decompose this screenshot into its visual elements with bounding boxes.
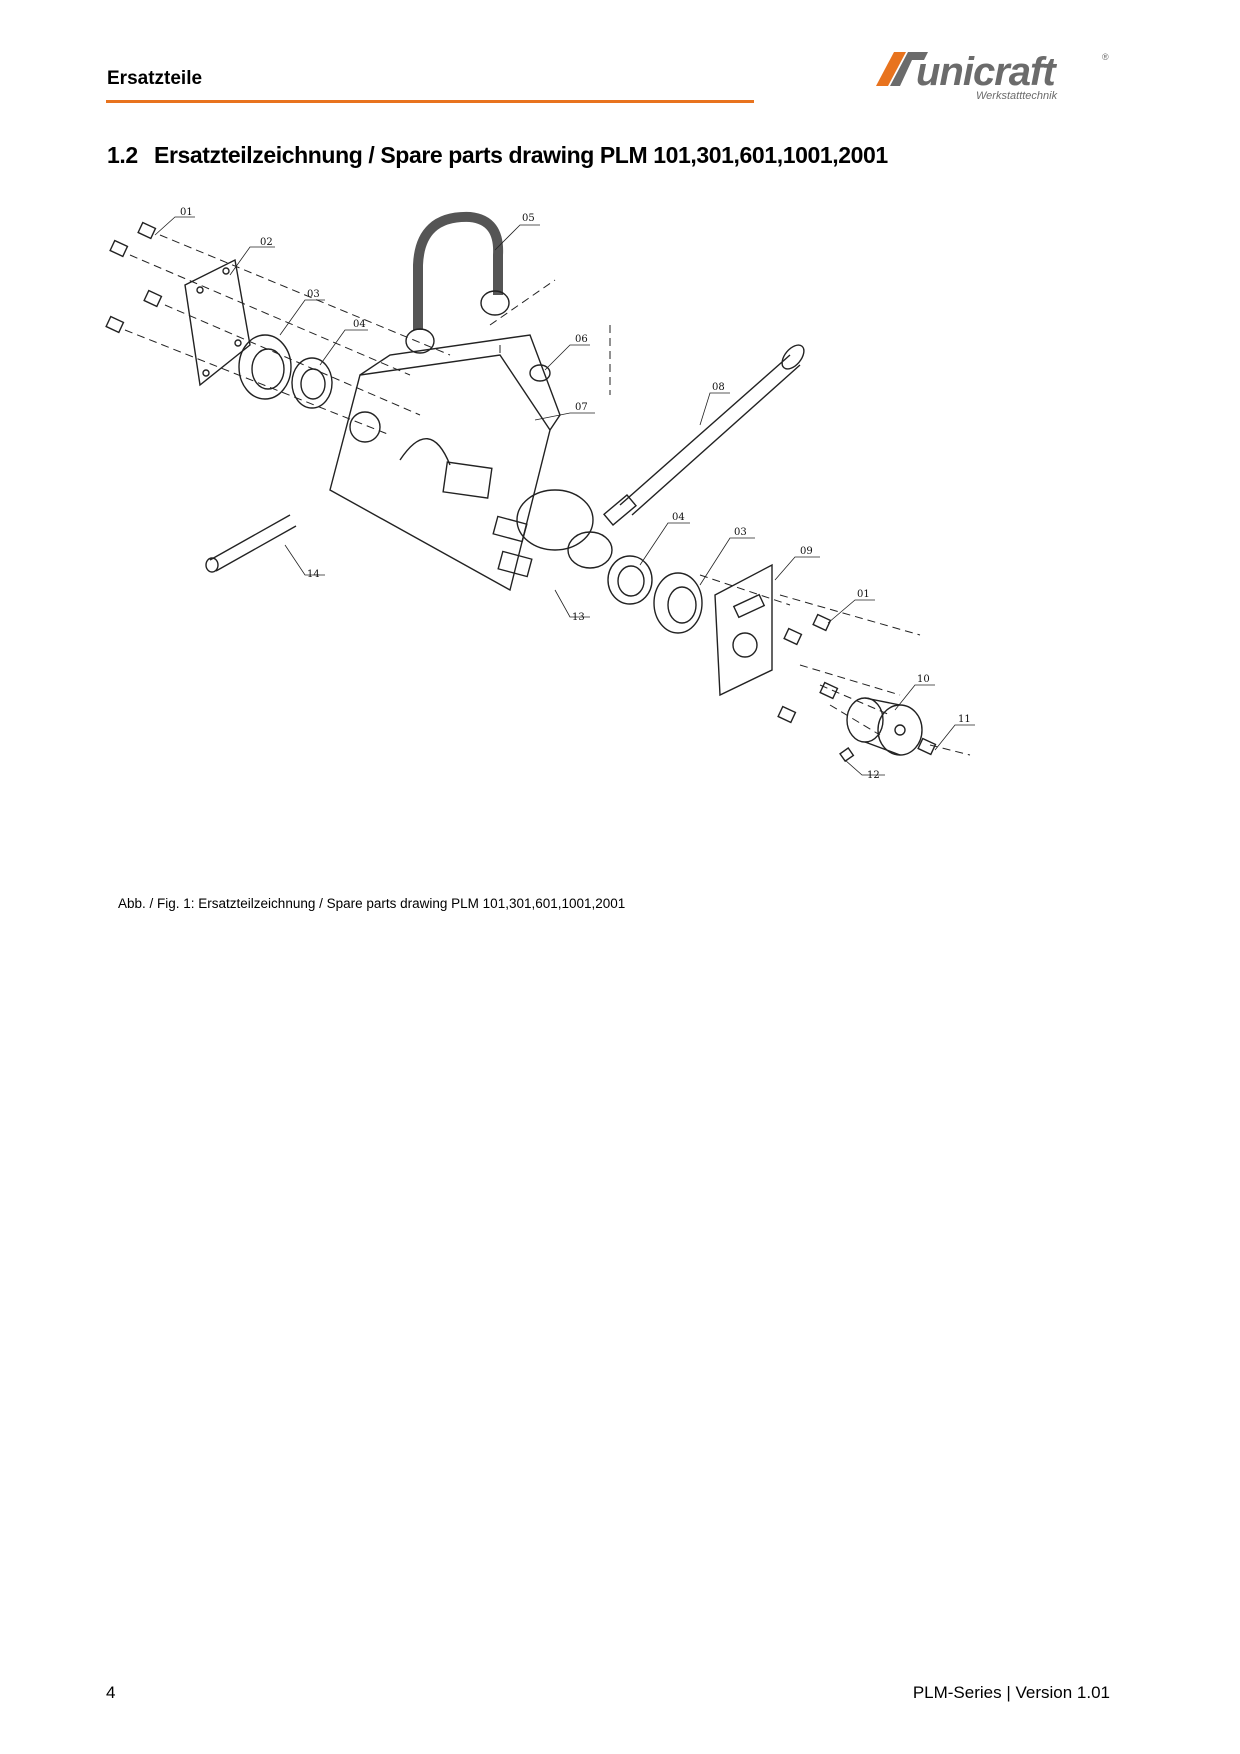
callouts [154, 216, 975, 776]
logo-mark-icon [876, 52, 928, 86]
callout-02: 02 [260, 237, 273, 248]
screw-11 [917, 737, 937, 756]
plate-left [184, 258, 251, 387]
retaining-ring [529, 364, 551, 382]
seal-left [238, 334, 292, 400]
footer-version: PLM-Series | Version 1.01 [912, 1683, 1110, 1702]
callout-01b: 01 [857, 589, 870, 600]
logo-registered-mark: ® [1102, 52, 1109, 62]
callout-03: 03 [307, 289, 320, 300]
header-rule [106, 100, 754, 103]
bearing-left [291, 357, 333, 409]
callout-01: 01 [180, 207, 193, 218]
screw-12 [839, 747, 855, 763]
callout-11: 11 [958, 714, 971, 725]
callout-12: 12 [867, 770, 880, 781]
section-number: 1.2 [107, 142, 138, 168]
unicraft-logo: unicraft ® Werkstatttechnik [872, 46, 1112, 106]
shackle [413, 211, 504, 330]
callout-04: 04 [353, 319, 366, 330]
figure-caption: Abb. / Fig. 1: Ersatzteilzeichnung / Spa… [118, 896, 626, 911]
spare-parts-drawing: 01 02 03 04 05 06 07 08 04 03 09 01 10 1… [105, 207, 975, 781]
callout-06: 06 [575, 334, 588, 345]
callout-13: 13 [572, 612, 585, 623]
magnet-body [329, 334, 613, 592]
callout-07: 07 [575, 402, 588, 413]
section-title: Ersatzteilzeichnung / Spare parts drawin… [154, 142, 888, 168]
callout-labels: 01 02 03 04 05 06 07 08 04 03 09 01 10 1… [180, 207, 971, 781]
logo-wordmark: unicraft [916, 50, 1056, 94]
callout-05: 05 [522, 213, 535, 224]
handle-shaft [603, 344, 805, 526]
callout-04b: 04 [672, 512, 685, 523]
callout-09: 09 [800, 546, 813, 557]
page-number: 4 [106, 1683, 116, 1702]
bearing-right [607, 555, 653, 605]
end-cap [846, 697, 923, 756]
plate-right [714, 563, 773, 697]
screw-right-group [777, 613, 839, 724]
callout-03b: 03 [734, 527, 747, 538]
seal-right [653, 572, 703, 634]
callout-14: 14 [307, 569, 320, 580]
logo-tagline: Werkstatttechnik [976, 90, 1058, 102]
callout-10: 10 [917, 674, 930, 685]
header-title: Ersatzteile [107, 68, 203, 89]
screw-left-group [105, 221, 163, 334]
section-heading: 1.2 Ersatzteilzeichnung / Spare parts dra… [107, 142, 888, 169]
callout-08: 08 [712, 382, 725, 393]
pin [205, 514, 297, 573]
assembly-lines [124, 234, 971, 756]
